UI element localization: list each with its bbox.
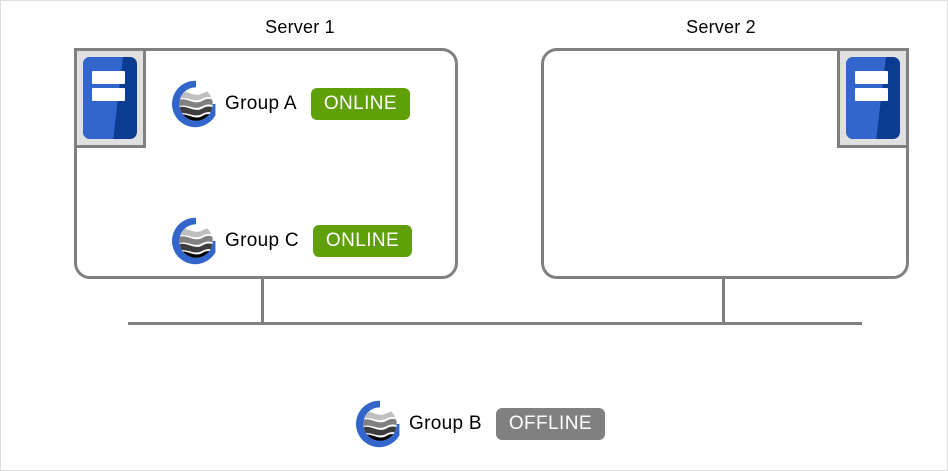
server-2-title: Server 2	[686, 17, 756, 37]
server-2-network-drop-line	[722, 278, 725, 324]
group-globe-icon	[171, 80, 216, 128]
server-chassis	[83, 57, 137, 139]
group-b-label: Group B	[409, 413, 482, 434]
server-slot-bar-2	[91, 88, 126, 102]
server-slot-bar-2	[854, 88, 889, 102]
group-row-c[interactable]: Group C ONLINE	[169, 214, 413, 268]
server-slot-bar-1	[91, 70, 126, 84]
group-c-status-badge[interactable]: ONLINE	[312, 224, 413, 258]
server-1-title: Server 1	[265, 17, 335, 37]
group-globe-icon	[355, 400, 400, 448]
server-1-network-drop-line	[261, 278, 264, 324]
network-bus-line	[128, 322, 862, 325]
group-a-status-badge[interactable]: ONLINE	[310, 87, 410, 121]
group-a-label: Group A	[225, 93, 297, 114]
server-slot-bar-1	[854, 70, 889, 84]
group-b-status-badge[interactable]: OFFLINE	[495, 407, 605, 441]
server-appliance-icon	[74, 48, 146, 148]
group-row-a[interactable]: Group A ONLINE	[169, 77, 410, 131]
group-row-b[interactable]: Group B OFFLINE	[353, 397, 605, 451]
server-appliance-icon	[837, 48, 909, 148]
server-chassis	[846, 57, 900, 139]
group-globe-icon	[171, 217, 216, 265]
group-c-label: Group C	[225, 230, 299, 251]
